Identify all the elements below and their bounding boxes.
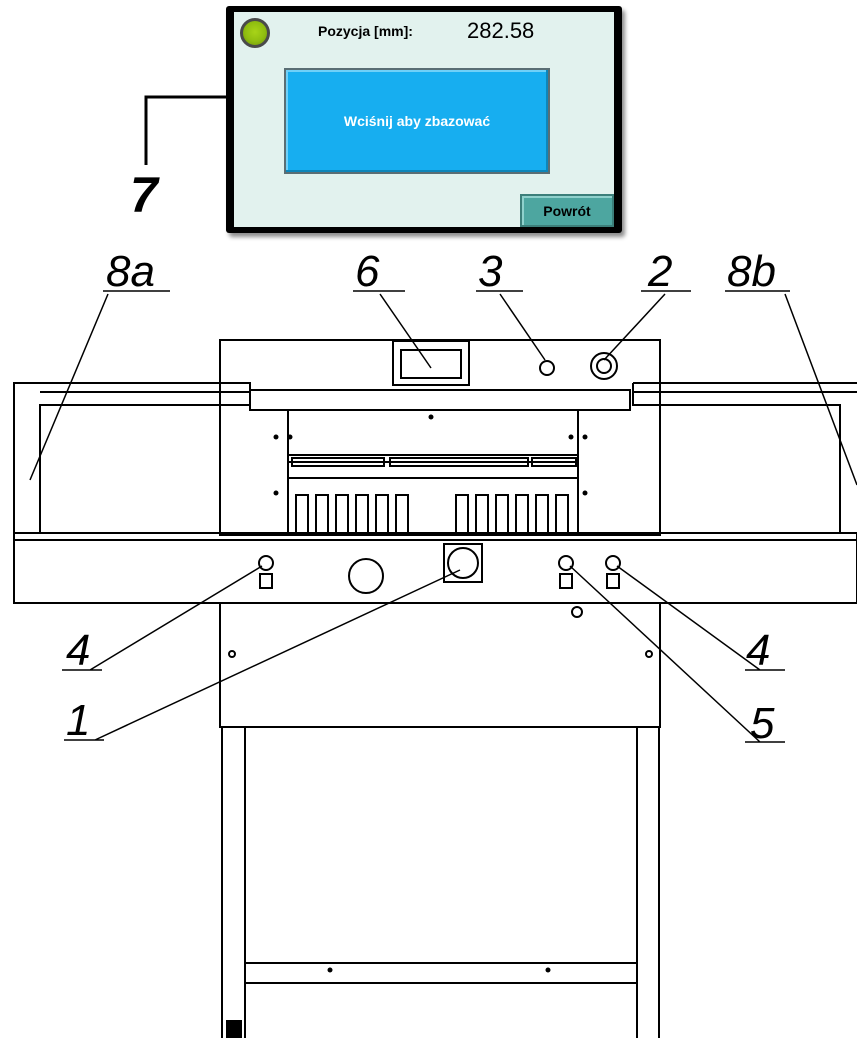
callout-4-right: 4	[746, 626, 770, 675]
leader-2	[603, 290, 691, 361]
round-button	[348, 558, 384, 594]
touch-screen: Pozycja [mm]: 282.58 Wciśnij aby zbazowa…	[234, 12, 614, 227]
front-control-panel	[13, 532, 857, 604]
leader-4-right	[616, 565, 785, 671]
main-switch-housing	[443, 543, 483, 583]
back-button[interactable]: Powrót	[520, 194, 614, 227]
callout-3: 3	[478, 247, 503, 296]
zero-reference-button[interactable]: Wciśnij aby zbazować	[284, 68, 550, 174]
callout-5: 5	[750, 699, 775, 748]
knob-3	[539, 360, 555, 376]
machine-head	[219, 339, 661, 536]
left-side-table	[13, 382, 251, 534]
leader-8a	[29, 290, 170, 481]
switch-4-right	[605, 555, 621, 571]
callout-2: 2	[647, 247, 672, 296]
callout-1: 1	[66, 696, 90, 745]
callout-4-left: 4	[66, 626, 90, 675]
knob-2	[590, 352, 618, 380]
head-display	[392, 340, 470, 386]
callout-6: 6	[355, 247, 380, 296]
callout-8b: 8b	[727, 247, 776, 296]
leader-8b	[725, 290, 857, 486]
switch-4-left	[258, 555, 274, 571]
right-side-table	[632, 382, 857, 534]
clamp-fingers	[295, 494, 569, 534]
callout-7: 7	[130, 167, 160, 223]
position-value: 282.58	[467, 18, 535, 43]
status-led-icon	[240, 18, 270, 48]
lower-cabinet	[219, 602, 661, 728]
leader-1	[64, 569, 461, 741]
position-label: Pozycja [mm]:	[318, 23, 413, 39]
leader-6	[353, 290, 432, 369]
leader-5	[569, 565, 785, 743]
callout-8a: 8a	[106, 247, 155, 296]
stand-crossbar	[244, 962, 638, 984]
touch-screen-frame: Pozycja [mm]: 282.58 Wciśnij aby zbazowa…	[226, 6, 622, 233]
switch-5	[558, 555, 574, 571]
clamp-bar	[249, 389, 631, 411]
leader-3	[476, 290, 546, 361]
leader-4-left	[62, 565, 263, 671]
